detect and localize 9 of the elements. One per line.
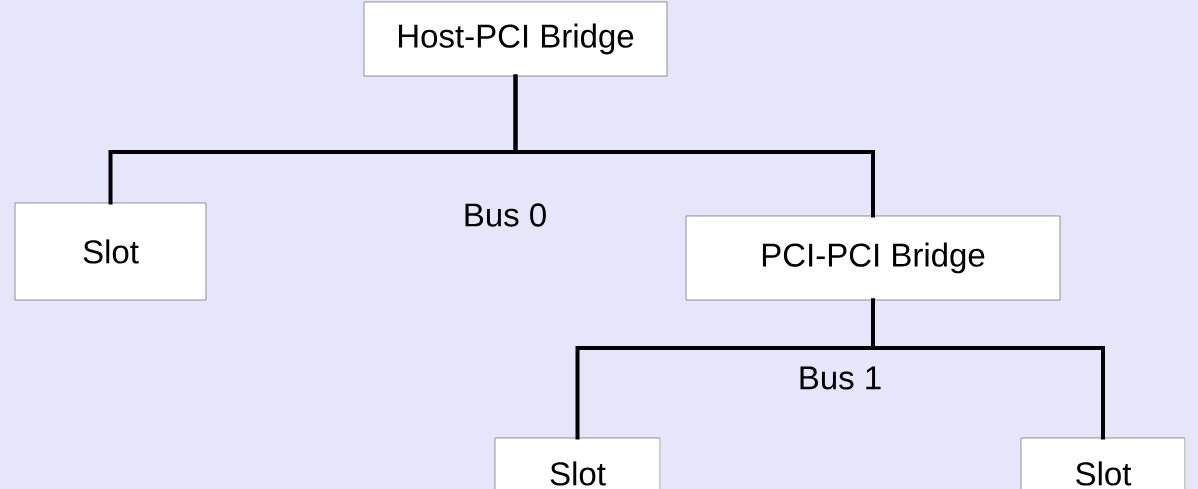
bus-line xyxy=(513,74,875,218)
bridge-box: PCI-PCI Bridge xyxy=(685,215,1061,301)
slot-box: Slot xyxy=(494,437,661,489)
bus-line xyxy=(871,298,1105,440)
slot-box: Slot xyxy=(14,202,207,301)
slot-box: Slot xyxy=(1020,437,1186,489)
bus-label: Bus 0 xyxy=(465,203,546,227)
bridge-box: Host-PCI Bridge xyxy=(363,1,668,77)
bus-label: Bus 1 xyxy=(800,366,881,390)
